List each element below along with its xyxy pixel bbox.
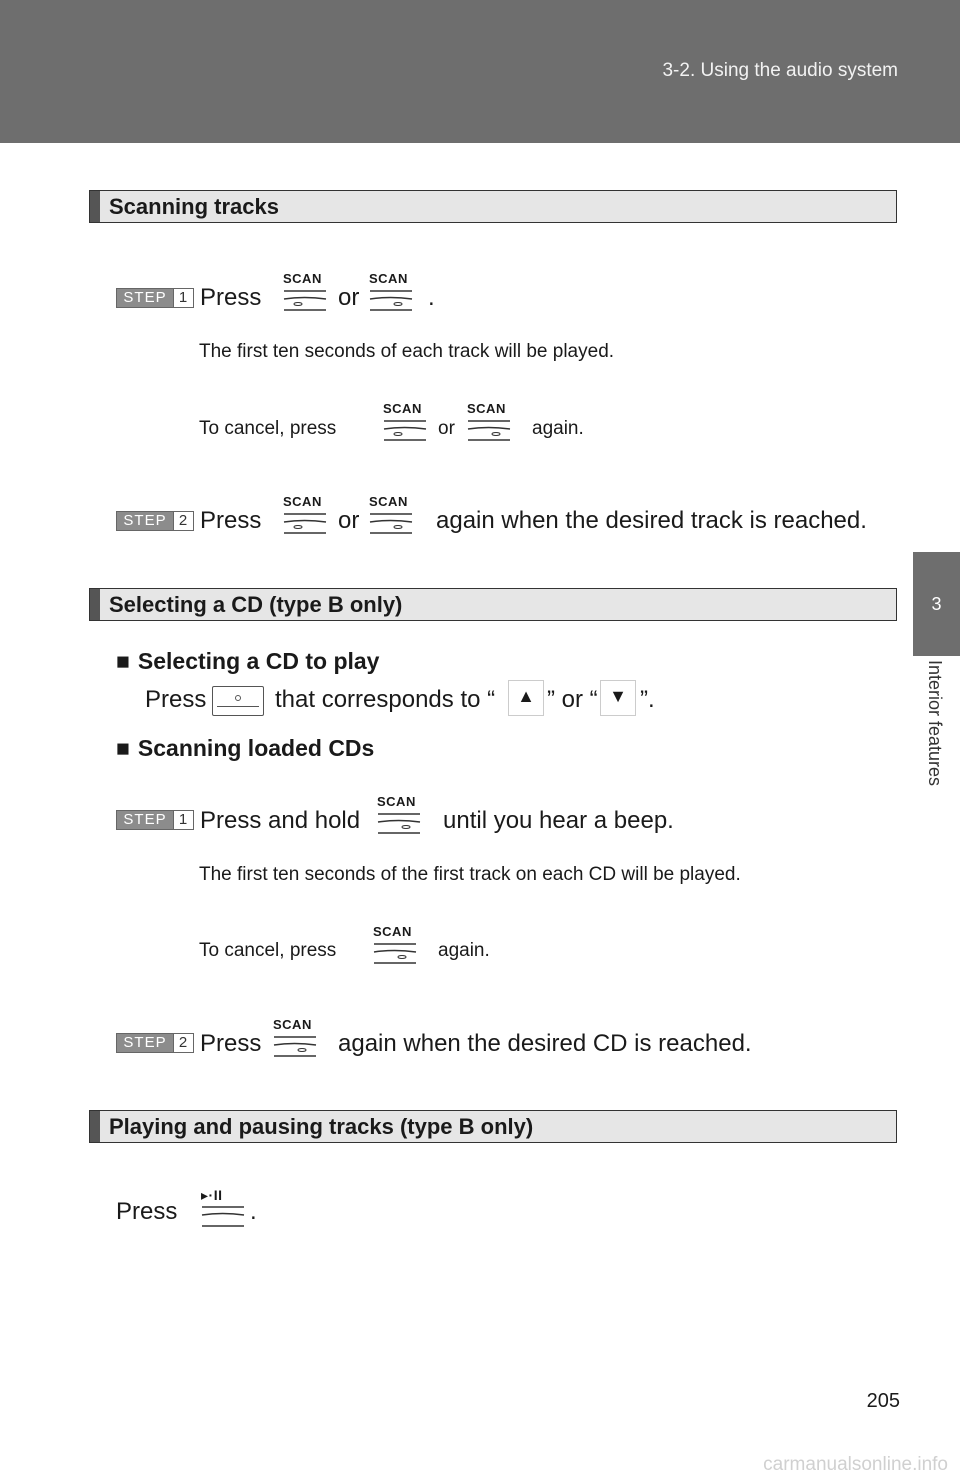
body-text: Press: [116, 1198, 178, 1225]
step-2-badge: STEP 2: [116, 511, 194, 531]
scan-label: SCAN: [369, 271, 408, 286]
step-word: STEP: [117, 1034, 173, 1052]
section-title-scanning-tracks: Scanning tracks: [89, 190, 897, 223]
section-title-text: Playing and pausing tracks (type B only): [109, 1114, 534, 1139]
scan-label: SCAN: [373, 924, 412, 939]
step-word: STEP: [117, 811, 173, 829]
scan-button-icon: SCAN: [368, 494, 416, 538]
step-text: again when the desired CD is reached.: [338, 1030, 752, 1057]
disc-select-button-icon: [212, 686, 264, 716]
scan-label: SCAN: [283, 494, 322, 509]
note-text: again.: [532, 418, 584, 439]
period-text: .: [250, 1198, 257, 1225]
scan-button-icon: SCAN: [272, 1017, 320, 1061]
step-number: 2: [173, 1034, 193, 1052]
down-arrow-icon: ▼: [600, 680, 636, 716]
scan-button-icon: SCAN: [382, 401, 430, 445]
step-text: Press: [200, 1030, 262, 1057]
step-number: 1: [173, 289, 193, 307]
scan-button-icon: SCAN: [466, 401, 514, 445]
up-arrow-icon: ▲: [508, 680, 544, 716]
scan-label: SCAN: [383, 401, 422, 416]
note-text: again.: [438, 940, 490, 961]
section-title-selecting-cd: Selecting a CD (type B only): [89, 588, 897, 621]
up-arrow-glyph: ▲: [517, 686, 535, 706]
or-text: or: [338, 507, 360, 534]
note-text: The first ten seconds of each track will…: [199, 341, 615, 362]
subheading-text: Scanning loaded CDs: [137, 735, 375, 761]
watermark: carmanualsonline.info: [763, 1454, 948, 1475]
step-text: Press and hold: [200, 807, 361, 834]
header-band: 3-2. Using the audio system: [0, 0, 960, 143]
chapter-tab-label: Interior features: [925, 660, 945, 787]
scan-label: SCAN: [467, 401, 506, 416]
step-1-badge: STEP 1: [116, 288, 194, 308]
note-text: To cancel, press: [199, 940, 337, 961]
step-1-badge: STEP 1: [116, 810, 194, 830]
square-bullet-icon: ■: [116, 735, 130, 761]
body-text: ” or “: [547, 686, 598, 713]
chapter-title: 3-2. Using the audio system: [662, 60, 898, 81]
period-text: .: [428, 284, 435, 311]
square-bullet-icon: ■: [116, 648, 130, 674]
section-title-text: Selecting a CD (type B only): [109, 592, 403, 617]
play-pause-button-icon: ▸·II: [200, 1187, 248, 1231]
down-arrow-glyph: ▼: [609, 686, 627, 706]
scan-button-icon: SCAN: [376, 794, 424, 838]
scan-label: SCAN: [283, 271, 322, 286]
or-text: or: [338, 284, 360, 311]
note-text: The first ten seconds of the first track…: [199, 864, 741, 885]
or-text: or: [438, 418, 455, 439]
section-title-play-pause: Playing and pausing tracks (type B only): [89, 1110, 897, 1143]
step-word: STEP: [117, 512, 173, 530]
body-text: ”.: [640, 686, 655, 713]
step-number: 2: [173, 512, 193, 530]
scan-button-icon: SCAN: [282, 494, 330, 538]
scan-label: SCAN: [377, 794, 416, 809]
subheading-selecting-cd: ■ Selecting a CD to play: [116, 648, 379, 675]
scan-label: SCAN: [369, 494, 408, 509]
subheading-text: Selecting a CD to play: [137, 648, 380, 674]
step-word: STEP: [117, 289, 173, 307]
step-text: until you hear a beep.: [443, 807, 674, 834]
scan-button-icon: SCAN: [372, 924, 420, 968]
step-number: 1: [173, 811, 193, 829]
page-number: 205: [866, 1390, 900, 1412]
scan-button-icon: SCAN: [368, 271, 416, 315]
section-title-text: Scanning tracks: [109, 194, 279, 219]
step-text: Press: [200, 507, 262, 534]
body-text: that corresponds to “: [275, 686, 496, 713]
step-2-badge: STEP 2: [116, 1033, 194, 1053]
body-text: Press: [145, 686, 207, 713]
step-text: again when the desired track is reached.: [436, 507, 867, 534]
note-text: To cancel, press: [199, 418, 337, 439]
step-text: Press: [200, 284, 262, 311]
play-pause-label: ▸·II: [201, 1187, 223, 1203]
subheading-scanning-cds: ■ Scanning loaded CDs: [116, 735, 374, 762]
scan-button-icon: SCAN: [282, 271, 330, 315]
chapter-tab: 3: [913, 552, 960, 656]
scan-label: SCAN: [273, 1017, 312, 1032]
